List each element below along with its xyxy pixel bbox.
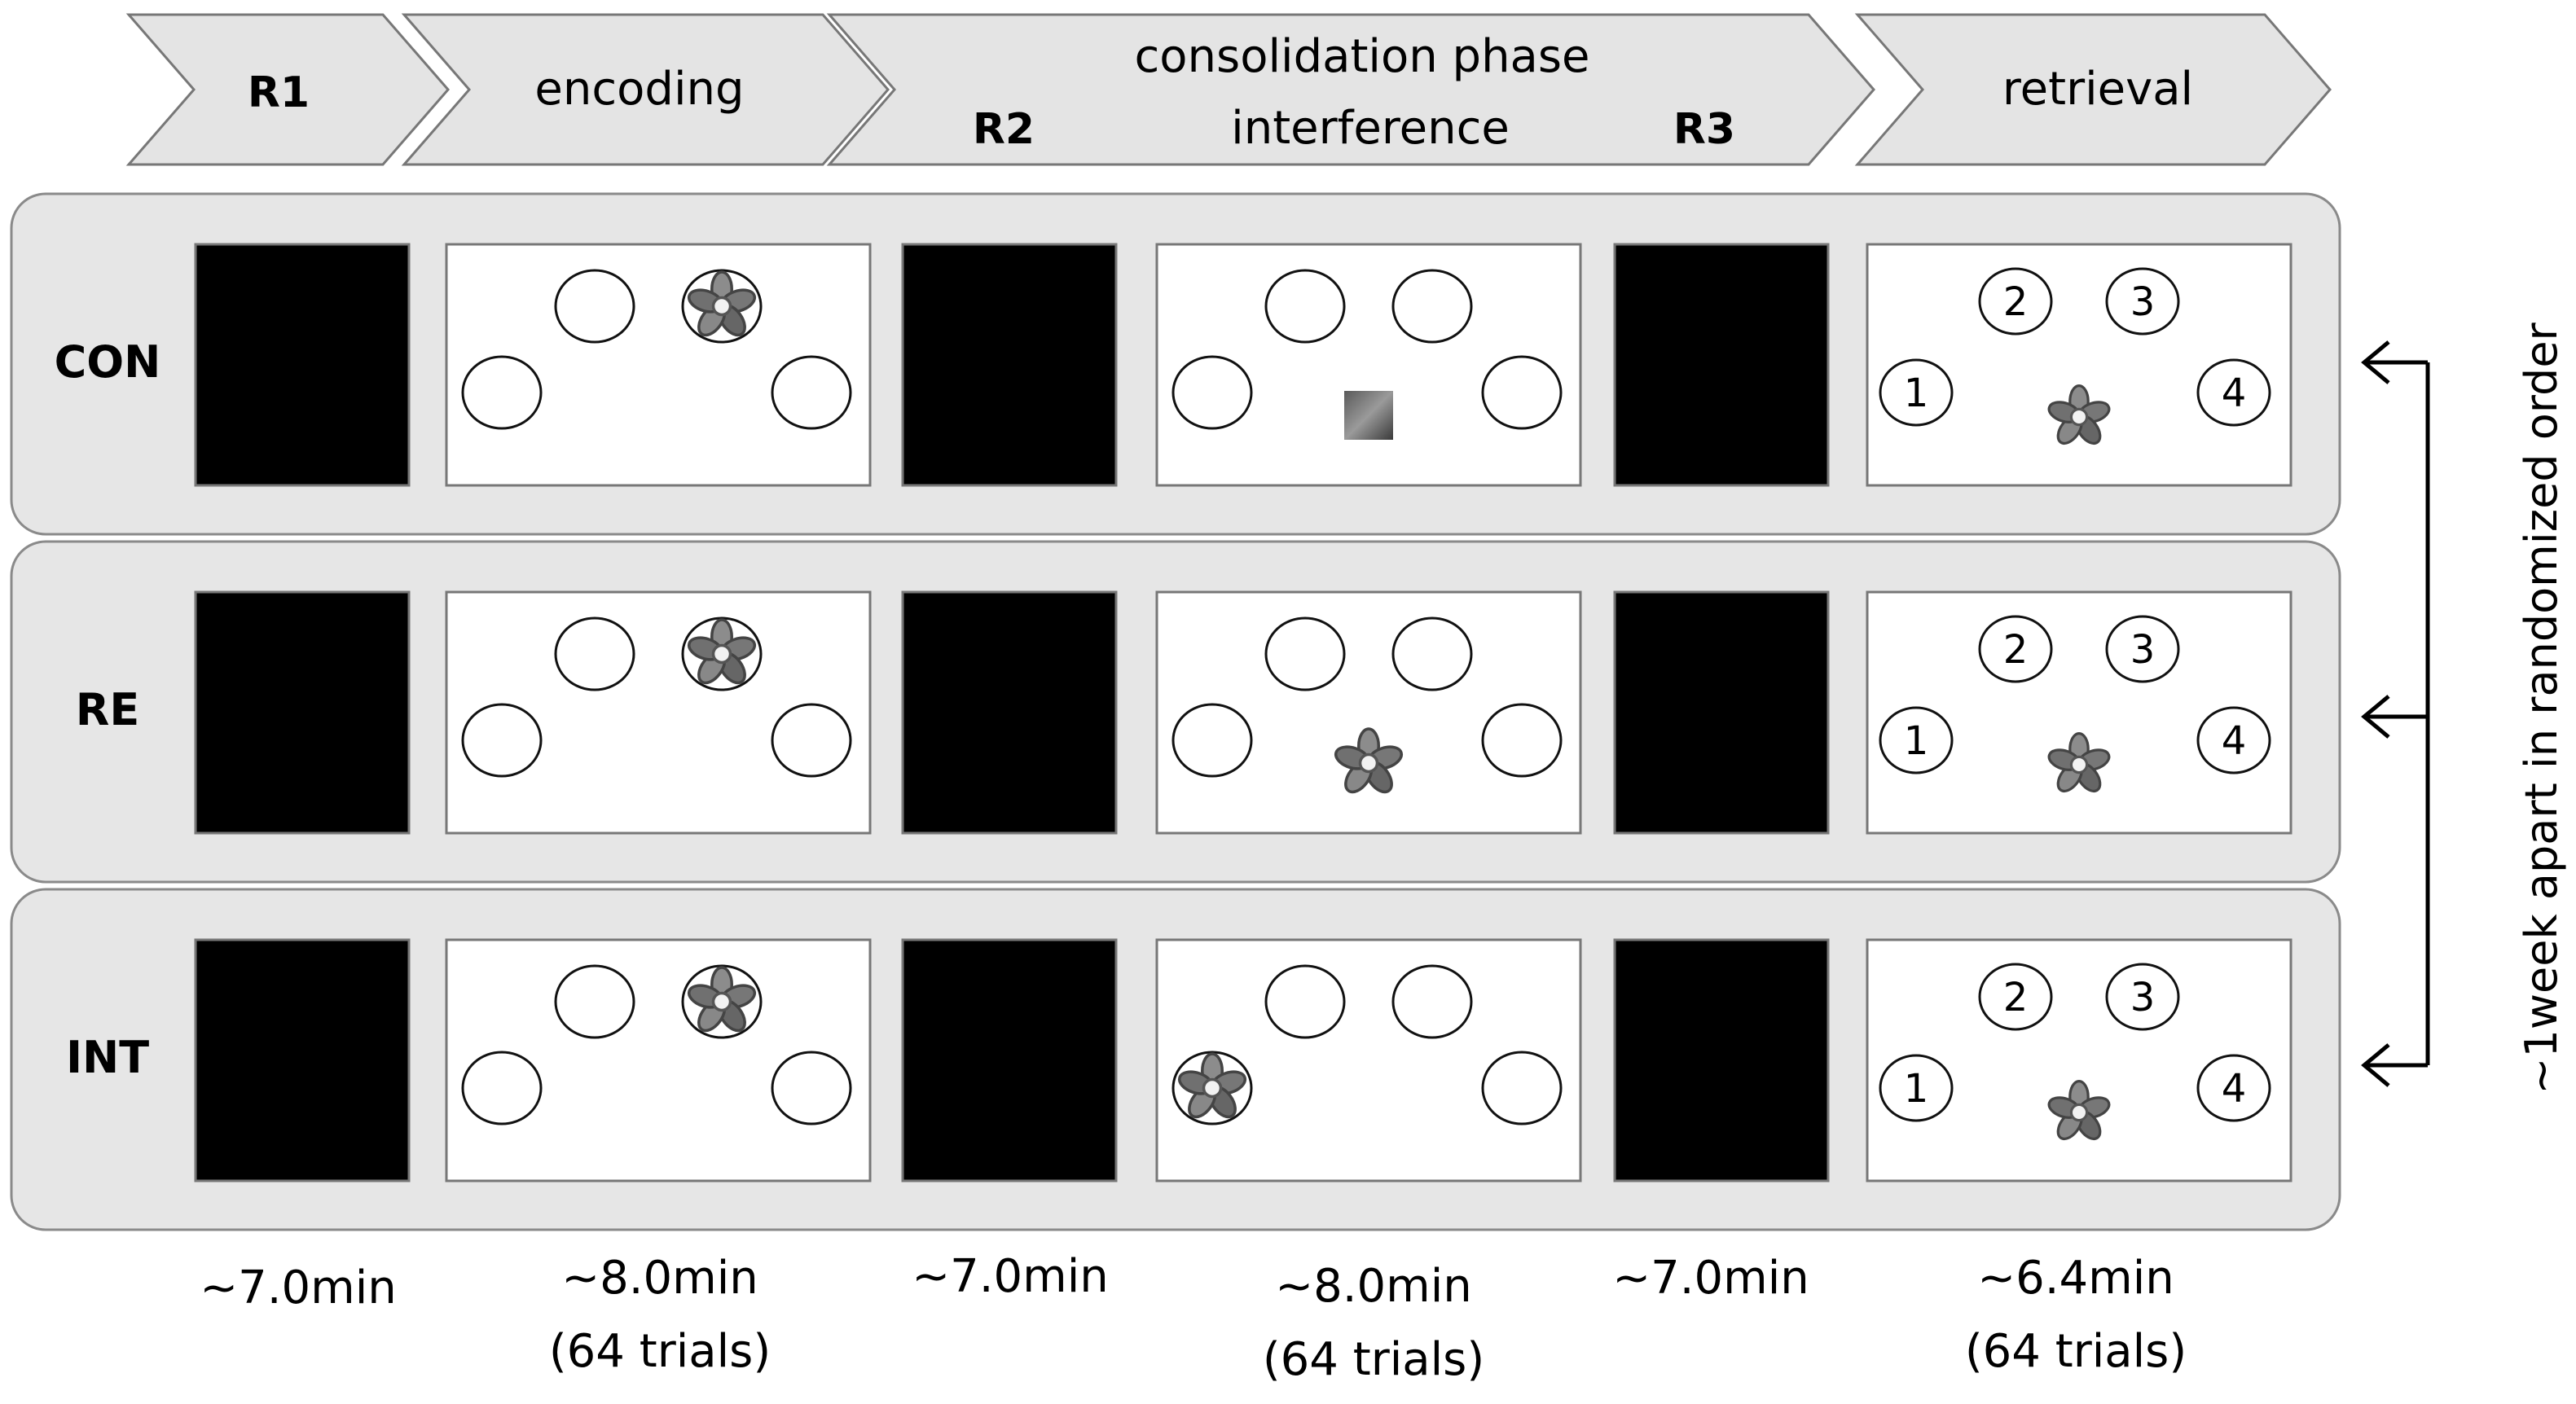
- condition-label: RE: [76, 684, 139, 735]
- chevron-r1: [125, 13, 450, 166]
- location-circle: [1391, 269, 1473, 344]
- retrieval-screen: 1 2 3 4: [1866, 243, 2292, 487]
- chevron-consolidation: [826, 13, 1875, 166]
- numbered-circle: [2196, 706, 2271, 774]
- location-circle: [554, 964, 635, 1039]
- circle-number: 2: [2003, 975, 2029, 1020]
- black-screen: [1613, 590, 1830, 835]
- encoding-screen: [445, 243, 872, 487]
- numbered-circle: [1978, 963, 2053, 1031]
- numbered-circle: [1978, 267, 2053, 336]
- black-screen: [194, 243, 411, 487]
- header-consolidation: consolidation phase: [1134, 30, 1589, 83]
- screen-frame: [1866, 243, 2292, 487]
- location-circle: [554, 269, 635, 344]
- retrieval-screen: 1 2 3 4: [1866, 590, 2292, 835]
- duration-time: ~8.0min: [1275, 1260, 1472, 1313]
- circle-number: 4: [2222, 718, 2247, 764]
- location-circle: [1391, 616, 1473, 691]
- location-circle: [461, 355, 543, 430]
- numbered-circle: [1879, 706, 1954, 774]
- location-circle: [461, 703, 543, 778]
- location-circle: [771, 355, 852, 430]
- duration-time: ~6.4min: [1977, 1252, 2174, 1305]
- location-circle: [1481, 1051, 1563, 1125]
- circle-number: 1: [1904, 371, 1929, 416]
- encoding-screen: [445, 938, 872, 1182]
- black-screen: [901, 590, 1118, 835]
- phase-header: R1 encoding consolidation phase R2 inter…: [125, 13, 2332, 166]
- gray-square-icon: [1344, 391, 1393, 440]
- location-circle: [1481, 703, 1563, 778]
- duration-trials: (64 trials): [1965, 1325, 2187, 1378]
- arrow-left-icon: [2361, 1043, 2428, 1087]
- numbered-circle: [2105, 963, 2180, 1031]
- numbered-circle: [2196, 1054, 2271, 1122]
- interference-screen: [1155, 590, 1582, 835]
- header-encoding: encoding: [534, 63, 744, 116]
- side-label: ~1week apart in randomized order: [2516, 322, 2567, 1094]
- duration-trials: (64 trials): [549, 1325, 771, 1378]
- chevron-retrieval: [1854, 13, 2332, 166]
- condition-label: CON: [55, 336, 161, 388]
- duration-trials: (64 trials): [1263, 1333, 1484, 1386]
- circle-number: 2: [2003, 627, 2029, 673]
- interference-screen: [1155, 938, 1582, 1182]
- location-circle: [771, 1051, 852, 1125]
- condition-row-con: CON 1 2 3 4: [10, 192, 2341, 536]
- black-screen: [194, 590, 411, 835]
- circle-number: 3: [2130, 627, 2156, 673]
- header-r2: R2: [973, 105, 1035, 154]
- header-r3: R3: [1673, 105, 1735, 154]
- circle-number: 1: [1904, 718, 1929, 764]
- location-circle: [771, 703, 852, 778]
- condition-label: INT: [66, 1032, 149, 1083]
- header-r1: R1: [248, 68, 310, 117]
- numbered-circle: [1879, 358, 1954, 427]
- retrieval-screen: 1 2 3 4: [1866, 938, 2292, 1182]
- black-screen: [194, 938, 411, 1182]
- location-circle: [1264, 616, 1346, 691]
- black-screen: [1613, 938, 1830, 1182]
- header-interference: interference: [1231, 102, 1510, 155]
- interference-screen: [1155, 243, 1582, 487]
- circle-number: 4: [2222, 371, 2247, 416]
- condition-row-int: INT 1 2 3 4: [10, 888, 2341, 1231]
- location-circle: [1172, 703, 1253, 778]
- black-screen: [901, 243, 1118, 487]
- location-circle: [1391, 964, 1473, 1039]
- durations: ~7.0min ~8.0min (64 trials) ~7.0min ~8.0min (…: [200, 1250, 2187, 1386]
- location-circle: [1264, 269, 1346, 344]
- circle-number: 3: [2130, 279, 2156, 325]
- chevron-encoding: [401, 13, 890, 166]
- duration-time: ~7.0min: [200, 1261, 397, 1314]
- numbered-circle: [2105, 615, 2180, 683]
- duration-time: ~7.0min: [1612, 1252, 1809, 1305]
- circle-number: 4: [2222, 1066, 2247, 1112]
- location-circle: [1172, 355, 1253, 430]
- location-circle: [1264, 964, 1346, 1039]
- numbered-circle: [1879, 1054, 1954, 1122]
- black-screen: [901, 938, 1118, 1182]
- circle-number: 1: [1904, 1066, 1929, 1112]
- location-circle: [461, 1051, 543, 1125]
- encoding-screen: [445, 590, 872, 835]
- location-circle: [1481, 355, 1563, 430]
- duration-time: ~7.0min: [912, 1250, 1109, 1303]
- numbered-circle: [1978, 615, 2053, 683]
- circle-number: 2: [2003, 279, 2029, 325]
- duration-time: ~8.0min: [561, 1252, 758, 1305]
- arrow-left-icon: [2361, 340, 2428, 384]
- header-retrieval: retrieval: [2002, 63, 2193, 116]
- condition-row-re: RE 1 2 3 4: [10, 540, 2341, 884]
- arrow-left-icon: [2361, 695, 2428, 739]
- randomization-bracket: ~1week apart in randomized order: [2361, 322, 2567, 1095]
- circle-number: 3: [2130, 975, 2156, 1020]
- location-circle: [554, 616, 635, 691]
- numbered-circle: [2105, 267, 2180, 336]
- numbered-circle: [2196, 358, 2271, 427]
- black-screen: [1613, 243, 1830, 487]
